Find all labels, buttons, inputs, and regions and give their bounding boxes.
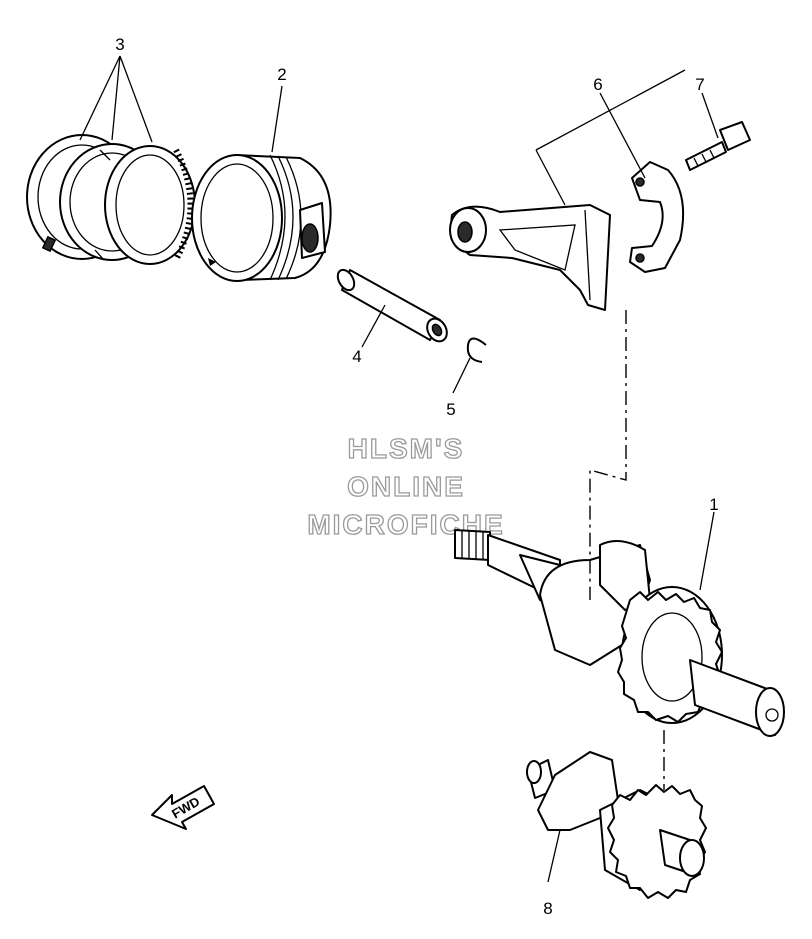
- watermark: HLSM'S ONLINE MICROFICHE: [307, 432, 504, 540]
- piston[interactable]: [191, 154, 332, 282]
- watermark-line-2: ONLINE: [347, 471, 465, 502]
- connecting-rod[interactable]: [449, 204, 611, 311]
- connecting-rod-cap[interactable]: [629, 161, 685, 273]
- watermark-line-3: MICROFICHE: [307, 509, 504, 540]
- piston-pin[interactable]: [334, 267, 450, 345]
- callout-1: 1: [709, 495, 718, 514]
- callout-2: 2: [277, 65, 286, 84]
- watermark-line-1: HLSM'S: [348, 433, 465, 464]
- callout-4: 4: [352, 347, 361, 366]
- piston-rings[interactable]: [26, 134, 196, 265]
- circlip[interactable]: [466, 337, 487, 363]
- leader-lines: [79, 55, 719, 883]
- callout-5: 5: [446, 400, 455, 419]
- bolt[interactable]: [685, 121, 751, 171]
- callout-8: 8: [543, 899, 552, 918]
- balancer-shaft[interactable]: [526, 751, 707, 899]
- callout-7: 7: [695, 75, 704, 94]
- alignment-line-rod: [589, 310, 627, 600]
- callout-6: 6: [593, 75, 602, 94]
- callout-3: 3: [115, 35, 124, 54]
- crankshaft[interactable]: [454, 529, 785, 737]
- forward-arrow-icon: FWD: [151, 785, 215, 830]
